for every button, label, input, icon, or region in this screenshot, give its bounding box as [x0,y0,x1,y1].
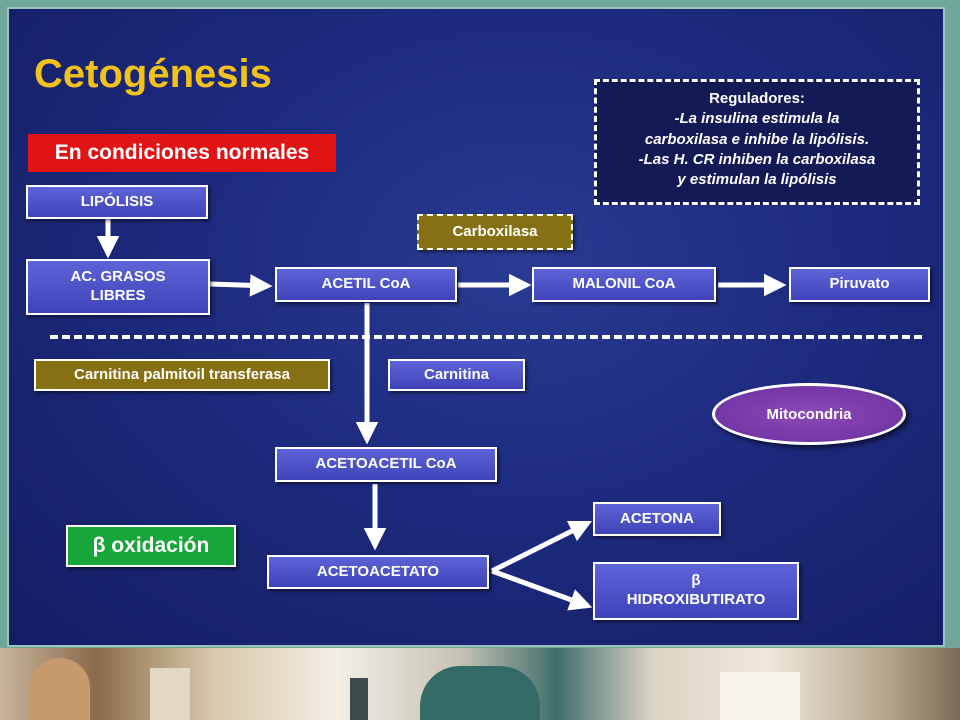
node-acidos-grasos-libres: AC. GRASOS LIBRES [26,259,210,315]
mitochondria-ellipse: Mitocondria [712,383,906,445]
enzyme-carboxilasa: Carboxilasa [417,214,573,250]
arrow-acetoacetato-to-acetona [490,520,593,574]
regulators-heading: Reguladores: [709,90,805,107]
beta-oxidation-label: β oxidación [66,525,236,567]
node-lipolisis: LIPÓLISIS [26,185,208,219]
enzyme-carnitina-palmitoil-transferasa: Carnitina palmitoil transferasa [34,359,330,391]
slide-title: Cetogénesis [34,52,272,96]
node-acetil-coa: ACETIL CoA [275,267,457,302]
node-acetoacetil-coa: ACETOACETIL CoA [275,447,497,482]
node-acidos-grasos-line-1: AC. GRASOS [70,268,166,286]
node-acidos-grasos-line-2: LIBRES [90,287,146,304]
regulators-line-4: y estimulan la lipólisis [677,171,837,188]
node-acetona: ACETONA [593,502,721,536]
decorative-photo-strip [0,648,960,720]
node-beta-hidroxibutirato: β HIDROXIBUTIRATO [593,562,799,620]
node-hidroxibutirato-beta: β [691,572,701,590]
node-malonil-coa: MALONIL CoA [532,267,716,302]
regulators-line-3: -Las H. CR inhiben la carboxilasa [638,150,876,168]
arrow-acetoacetato-to-hidroxibutirato [491,568,593,611]
node-piruvato: Piruvato [789,267,930,302]
node-acetoacetato: ACETOACETATO [267,555,489,589]
mitochondria-membrane-divider [50,335,922,339]
node-hidroxibutirato-label: HIDROXIBUTIRATO [626,591,766,608]
regulators-box: Reguladores: -La insulina estimula la ca… [594,79,920,205]
arrow-acidos-to-acetil [209,274,273,297]
regulators-line-1: -La insulina estimula la [674,110,840,128]
node-carnitina: Carnitina [388,359,525,391]
condition-label: En condiciones normales [28,134,336,172]
regulators-line-2: carboxilasa e inhibe la lipólisis. [644,130,870,148]
